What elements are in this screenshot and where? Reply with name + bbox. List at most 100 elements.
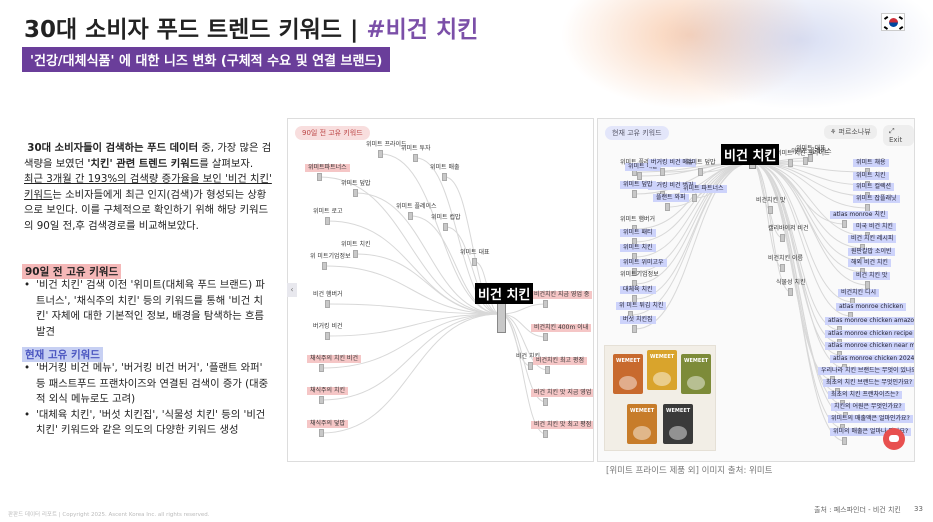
graph-node-label[interactable]: 위미트 치킨 — [620, 244, 656, 252]
graph-node-label[interactable]: 위미트 잡플래닛 — [853, 195, 900, 203]
graph-node-label[interactable]: 위미트기업정보 — [620, 271, 659, 278]
graph-node-label[interactable]: 비건치킨 지금 영업 중 — [531, 291, 593, 299]
graph-node-label[interactable]: 최초의 치킨 프랜차이즈는? — [828, 391, 902, 399]
graph-node-label[interactable]: 위미트파트너스 — [305, 164, 350, 172]
graph-node-label[interactable]: 위미트 패티 — [620, 229, 656, 237]
graph-node-label[interactable]: 위미트 덮밥 — [686, 159, 716, 166]
graph-node[interactable] — [353, 250, 358, 258]
chat-button[interactable] — [883, 428, 905, 450]
graph-node[interactable] — [413, 154, 418, 162]
graph-node-label[interactable]: 위미트 치킨 — [853, 172, 889, 180]
graph-node-label[interactable]: 버섯 치킨집 — [620, 316, 656, 324]
graph-node-label[interactable]: 위미트 플레이스 — [620, 159, 661, 167]
graph-node-label[interactable]: 비건치킨 이름 — [768, 255, 804, 262]
graph-node-label[interactable]: 해외 비건 치킨 — [848, 259, 891, 267]
graph-node-label[interactable]: 비건치킨 맛 — [756, 197, 786, 204]
graph-node-label[interactable]: 비건치킨 400m 이내 — [531, 324, 592, 332]
graph-node-label[interactable]: 위미트 프라이드 — [366, 141, 407, 148]
graph-node[interactable] — [442, 173, 447, 181]
center-keyword[interactable]: 비건 치킨 — [721, 144, 780, 165]
graph-node[interactable] — [632, 190, 637, 198]
graph-node-label[interactable]: 비건치킨 디시 — [838, 289, 880, 297]
graph-node-label[interactable]: 치킨의 어원은 무엇인가요? — [831, 403, 905, 411]
graph-node[interactable] — [378, 150, 383, 158]
graph-node[interactable] — [319, 364, 324, 372]
graph-node-label[interactable]: 위미트 채용 — [853, 159, 889, 167]
graph-node-label[interactable]: 캘리바이저 비건 — [768, 225, 809, 232]
graph-node-label[interactable]: 위미트 컵밥 — [431, 214, 461, 221]
graph-node-label[interactable]: 비건 치킨 맛 — [853, 272, 891, 280]
graph-node-label[interactable]: 비건 치킨 — [516, 353, 540, 360]
graph-node-label[interactable]: 비건치킨 최고 평점 — [533, 357, 587, 365]
graph-node-label[interactable]: 위미트 매출 — [430, 164, 460, 171]
graph-node[interactable] — [443, 223, 448, 231]
graph-node-label[interactable]: atlas monroe chicken — [836, 303, 907, 311]
graph-node[interactable] — [472, 258, 477, 266]
graph-node[interactable] — [322, 262, 327, 270]
graph-node-label[interactable]: 비건 치킨 레시피 — [848, 235, 897, 243]
graph-node-label[interactable]: 버거킹 비건 버거 — [648, 182, 697, 190]
graph-node-label[interactable]: 위미트 대표 — [796, 145, 826, 152]
graph-node[interactable] — [842, 220, 847, 228]
graph-node[interactable] — [353, 189, 358, 197]
graph-node-label[interactable]: 위미트의 매출액은 얼마인가요? — [828, 415, 913, 423]
graph-node-label[interactable]: 위미트 치킨 프라이드 — [776, 150, 830, 157]
graph-node[interactable] — [698, 168, 703, 176]
graph-node-label[interactable]: atlas monroe chicken 2024 — [830, 355, 914, 363]
exit-button[interactable]: ⤢ Exit — [883, 125, 914, 146]
graph-node-label[interactable]: atlas monroe chicken amazon — [825, 317, 914, 325]
graph-node[interactable] — [632, 268, 637, 276]
graph-node[interactable] — [543, 333, 548, 341]
graph-node[interactable] — [842, 437, 847, 445]
graph-node-label[interactable]: 위미트 덮밥 — [341, 180, 371, 187]
graph-node-label[interactable]: 채식주의 덮밥 — [307, 420, 349, 428]
graph-node-label[interactable]: 우리나라 치킨 브랜드는 무엇이 있나요 — [818, 367, 914, 375]
graph-node[interactable] — [528, 362, 533, 370]
center-keyword[interactable]: 비건 치킨 — [475, 283, 534, 304]
graph-node[interactable] — [543, 398, 548, 406]
graph-node[interactable] — [788, 288, 793, 296]
graph-node[interactable] — [788, 159, 793, 167]
graph-node-label[interactable]: 원판칼밥 소이빈 — [848, 248, 895, 256]
graph-node-label[interactable]: 위미의 매출은 얼마나 되나요? — [830, 428, 912, 436]
graph-node-label[interactable]: 비건 햄버거 — [313, 291, 343, 298]
graph-node[interactable] — [543, 300, 548, 308]
graph-node[interactable] — [319, 396, 324, 404]
graph-node-label[interactable]: 버거킹 비건 — [313, 323, 343, 330]
graph-node[interactable] — [780, 264, 785, 272]
graph-node-label[interactable]: atlas monroe 치킨 — [830, 211, 889, 219]
graph-node[interactable] — [768, 206, 773, 214]
graph-node-label[interactable]: 채식주의 치킨 비건 — [307, 355, 361, 363]
graph-node-label[interactable]: 위미트 투자 — [401, 145, 431, 152]
graph-node-label[interactable]: 대체육 치킨 — [620, 286, 656, 294]
graph-node[interactable] — [408, 212, 413, 220]
graph-node[interactable] — [780, 234, 785, 242]
persona-view-button[interactable]: ⚘ 퍼르소나뷰 — [824, 125, 877, 139]
graph-node-label[interactable]: 버거킹 비건 메뉴 — [648, 159, 697, 167]
graph-node[interactable] — [545, 366, 550, 374]
graph-node-label[interactable]: 위미트 대표 — [460, 249, 490, 256]
graph-node[interactable] — [865, 281, 870, 289]
graph-node-label[interactable]: 위미트 플레이스 — [791, 148, 832, 155]
graph-node-label[interactable]: 비건 치킨 맛 지금 영업 중 — [531, 389, 593, 397]
graph-node-label[interactable]: atlas monroe chicken recipe — [825, 330, 914, 338]
collapse-arrow-icon[interactable]: ‹ — [287, 283, 297, 297]
graph-node[interactable] — [325, 332, 330, 340]
graph-node[interactable] — [637, 172, 642, 180]
graph-node[interactable] — [808, 154, 813, 162]
graph-node[interactable] — [325, 300, 330, 308]
center-node-box[interactable] — [497, 299, 506, 333]
graph-node-label[interactable]: 비건 치킨 맛 최고 평점 — [531, 421, 593, 429]
graph-node-label[interactable]: 플랜트 와퍼 — [653, 194, 689, 202]
graph-node[interactable] — [325, 217, 330, 225]
graph-node[interactable] — [319, 429, 324, 437]
graph-node[interactable] — [665, 203, 670, 211]
graph-node[interactable] — [803, 157, 808, 165]
graph-node-label[interactable]: 위미트 로고 — [313, 208, 343, 215]
graph-node-label[interactable]: 미국 비건 치킨 — [853, 223, 896, 231]
graph-node[interactable] — [317, 173, 322, 181]
graph-node[interactable] — [632, 325, 637, 333]
graph-node-label[interactable]: 위미트 매출 — [625, 163, 661, 171]
